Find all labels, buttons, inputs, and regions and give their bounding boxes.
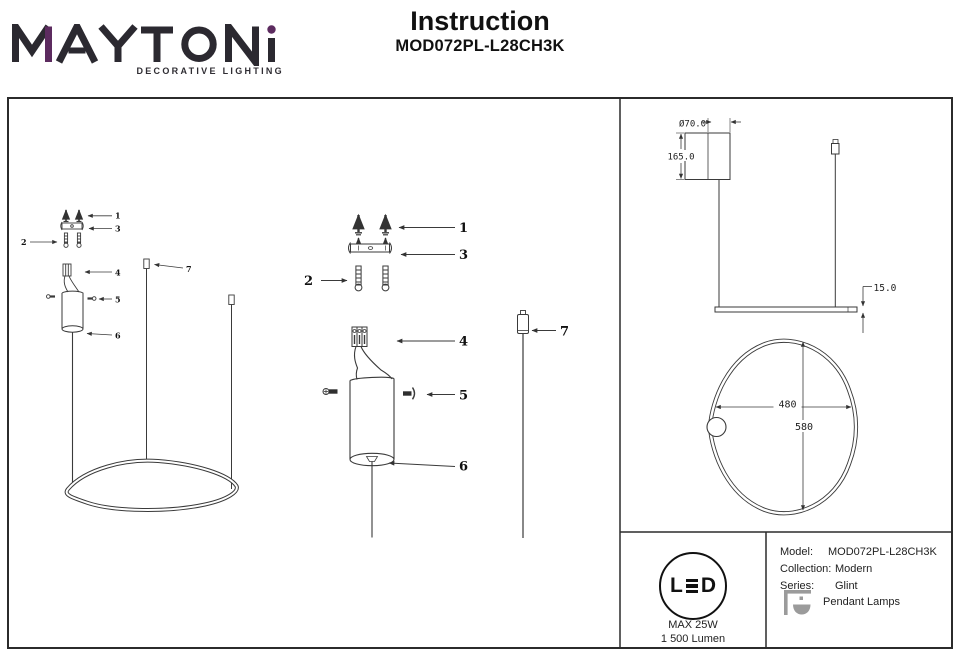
- dim-ring-width: 480: [778, 400, 796, 411]
- part-label: 6: [459, 460, 468, 475]
- logo-letter-y: [98, 24, 138, 62]
- suspension-cable: [517, 310, 529, 538]
- pendant-lamp-icon: [784, 590, 811, 615]
- wall-plugs-icon: [354, 265, 390, 292]
- canopy-icon: [349, 376, 395, 538]
- part-label: 6: [115, 331, 121, 341]
- model-value: MOD072PL-L28CH3K: [828, 546, 937, 558]
- left-exploded-view: [30, 209, 239, 512]
- part-label: 3: [459, 248, 468, 263]
- mounting-bracket-icon: [60, 221, 84, 231]
- part-label: 1: [115, 211, 121, 221]
- title-block: Instruction MOD072PL-L28CH3K: [340, 6, 620, 56]
- luminous-flux: 1 500 Lumen: [660, 633, 726, 645]
- part-label: 7: [186, 264, 192, 274]
- left-leader-lines: [30, 213, 184, 336]
- series-type: Pendant Lamps: [823, 596, 901, 608]
- pendant-ring-perspective: [64, 458, 239, 512]
- maytoni-logo: MAYTONI: [12, 24, 276, 66]
- part-label: 4: [459, 335, 468, 350]
- wall-plugs-icon: [63, 232, 82, 248]
- canopy-icon: [46, 290, 97, 333]
- part-label: 4: [115, 268, 121, 278]
- dim-ring-profile: 15.0: [874, 283, 897, 294]
- page-title: Instruction: [410, 6, 550, 36]
- terminal-block-icon: [351, 326, 393, 380]
- dim-bg: [666, 150, 696, 161]
- screws-icon: [61, 209, 84, 223]
- part-label: 3: [115, 224, 121, 234]
- brand-tagline: DECORATIVE LIGHTING: [136, 66, 284, 76]
- part-label: 7: [560, 325, 569, 340]
- led-letter-d: D: [700, 574, 716, 597]
- mounting-bracket-icon: [348, 242, 392, 254]
- screws-icon: [352, 213, 392, 247]
- terminal-block-icon: [62, 263, 80, 293]
- middle-leader-lines: [321, 225, 556, 467]
- logo-letter-i-dot: [267, 25, 276, 34]
- dim-canopy-diameter: Ø70.0: [679, 119, 706, 130]
- part-label: 2: [304, 274, 313, 289]
- left-part-labels: 1 3 2 4 5 6 7: [21, 211, 192, 341]
- led-badge: L D: [659, 552, 727, 620]
- dim-bg: [794, 420, 814, 432]
- model-number: MOD072PL-L28CH3K: [395, 37, 565, 55]
- middle-exploded-view: [321, 213, 556, 538]
- dim-canopy-height: 165.0: [667, 153, 694, 163]
- drawing-frame: [7, 97, 953, 649]
- part-label: 2: [21, 237, 27, 247]
- suspension-cables: [71, 258, 235, 489]
- collection-value: Modern: [835, 563, 873, 575]
- ring-top-view: [706, 338, 859, 516]
- part-label: 1: [459, 221, 468, 236]
- led-letter-e-bars-icon: [685, 578, 698, 594]
- led-letter-l: L: [670, 574, 683, 597]
- logo-letter-a: [55, 24, 99, 64]
- dim-bg: [773, 398, 802, 410]
- dimension-side-view: [676, 118, 872, 333]
- part-label: 5: [115, 295, 121, 305]
- model-label: Model:: [780, 546, 814, 558]
- dim-ring-depth: 580: [795, 422, 813, 433]
- logo-letter-o: [181, 26, 217, 62]
- logo-letter-n: [225, 24, 259, 66]
- canopy-screws-icon: [322, 387, 416, 400]
- collection-label: Collection:: [780, 563, 832, 575]
- part-label: 5: [459, 389, 468, 404]
- series-value: Glint: [835, 580, 858, 592]
- max-power: MAX 25W: [668, 619, 718, 631]
- middle-part-labels: 1 3 2 4 5 6 7: [304, 221, 569, 475]
- series-label: Series:: [780, 580, 815, 592]
- logo-letter-m: [12, 24, 52, 62]
- ring-joint-ball: [706, 416, 727, 438]
